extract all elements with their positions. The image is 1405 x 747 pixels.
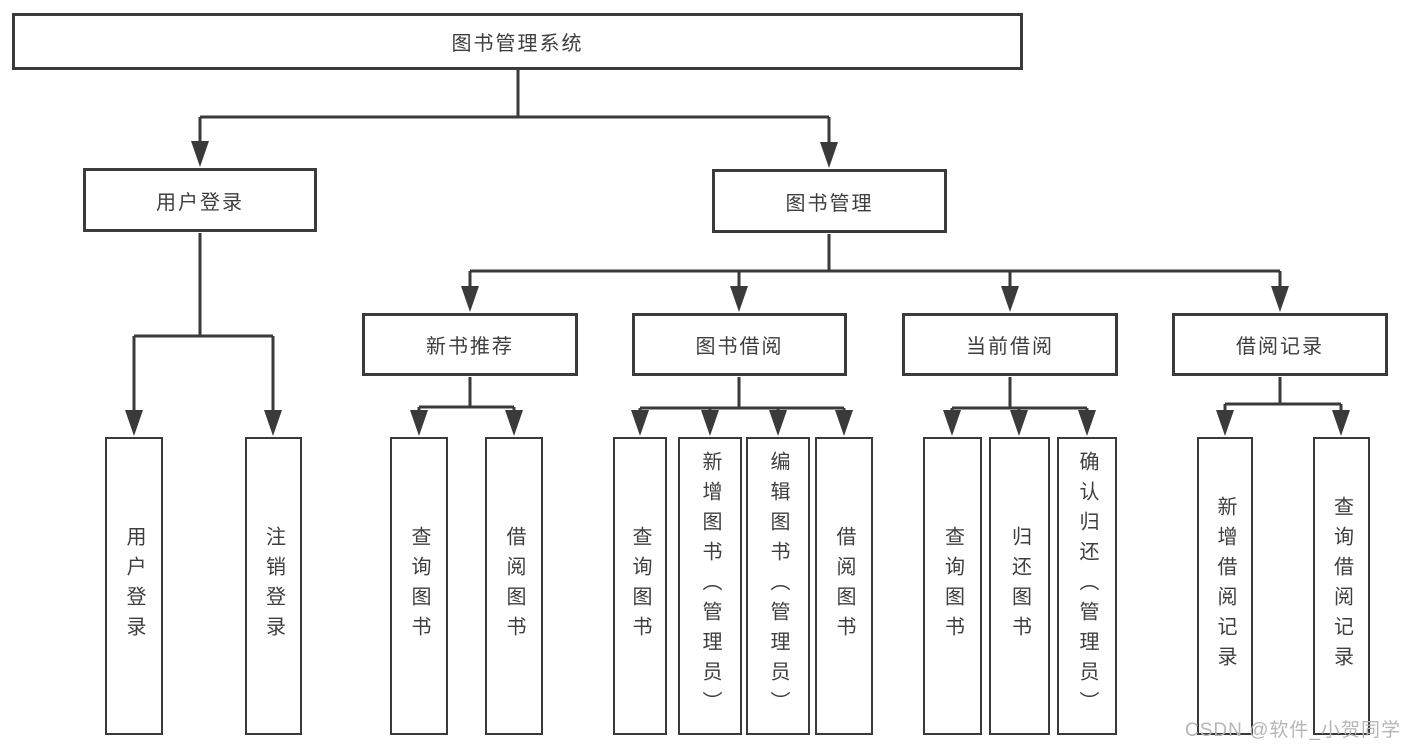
leaf-edit-books-admin-label: 编辑图书（管理员）	[767, 451, 789, 721]
leaf-add-books-admin-label: 新增图书（管理员）	[699, 451, 721, 721]
leaf-borrow-books-recommend: 借阅图书	[485, 437, 543, 735]
leaf-query-books-current-label: 查询图书	[941, 526, 964, 646]
leaf-query-borrow-record: 查询借阅记录	[1313, 437, 1370, 735]
node-borrow-records-label: 借阅记录	[1236, 336, 1324, 358]
node-current-borrow: 当前借阅	[902, 313, 1118, 376]
leaf-query-books-recommend: 查询图书	[390, 437, 448, 735]
leaf-return-books-label: 归还图书	[1008, 526, 1031, 646]
node-new-book-recommend-label: 新书推荐	[426, 336, 514, 358]
leaf-borrow-books-recommend-label: 借阅图书	[503, 526, 525, 646]
leaf-add-books-admin: 新增图书（管理员）	[678, 437, 742, 735]
node-user-login: 用户登录	[83, 168, 317, 232]
leaf-borrow-books-label: 借阅图书	[833, 526, 855, 646]
node-book-management-label: 图书管理	[785, 192, 874, 215]
leaf-logout-label: 注销登录	[262, 526, 285, 646]
node-user-login-label: 用户登录	[156, 191, 244, 214]
leaf-return-books: 归还图书	[989, 437, 1050, 735]
node-new-book-recommend: 新书推荐	[362, 313, 578, 376]
leaf-query-books-borrow-label: 查询图书	[629, 526, 651, 646]
node-root-system: 图书管理系统	[12, 13, 1023, 70]
leaf-borrow-books: 借阅图书	[815, 437, 873, 735]
leaf-logout: 注销登录	[245, 437, 302, 735]
csdn-watermark: CSDN @软件_小贺同学	[1185, 720, 1401, 741]
node-current-borrow-label: 当前借阅	[966, 336, 1054, 358]
leaf-user-login: 用户登录	[105, 437, 163, 735]
leaf-confirm-return-admin-label: 确认归还（管理员）	[1076, 451, 1098, 721]
leaf-user-login-label: 用户登录	[123, 526, 145, 646]
leaf-confirm-return-admin: 确认归还（管理员）	[1057, 437, 1117, 735]
node-book-borrow: 图书借阅	[632, 313, 847, 376]
leaf-query-books-recommend-label: 查询图书	[408, 526, 430, 646]
leaf-query-books-current: 查询图书	[923, 437, 982, 735]
node-book-borrow-label: 图书借阅	[695, 336, 784, 358]
leaf-query-books-borrow: 查询图书	[613, 437, 667, 735]
leaf-edit-books-admin: 编辑图书（管理员）	[746, 437, 810, 735]
leaf-add-borrow-record-label: 新增借阅记录	[1214, 496, 1236, 676]
leaf-query-borrow-record-label: 查询借阅记录	[1330, 496, 1353, 676]
leaf-add-borrow-record: 新增借阅记录	[1197, 437, 1253, 735]
node-borrow-records: 借阅记录	[1172, 313, 1388, 376]
node-book-management: 图书管理	[712, 169, 947, 233]
node-root-label: 图书管理系统	[451, 33, 584, 55]
